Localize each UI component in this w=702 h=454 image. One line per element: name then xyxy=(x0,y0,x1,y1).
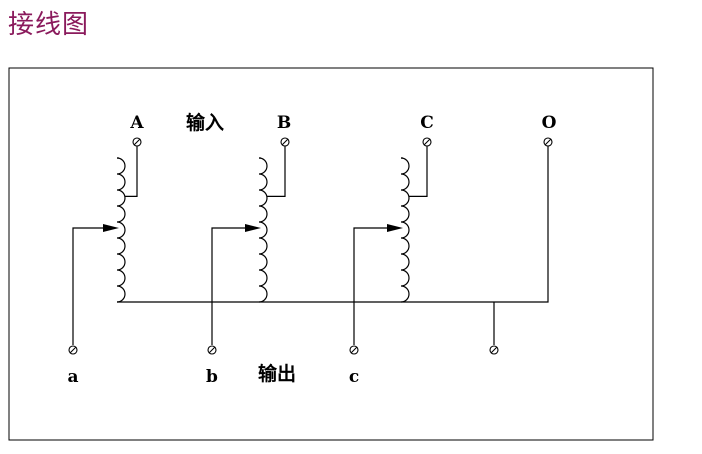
terminal-A xyxy=(132,137,142,147)
terminal-label-O: O xyxy=(542,113,557,133)
terminal-neutral-out xyxy=(489,345,499,355)
output-tap-c xyxy=(353,227,393,345)
terminal-B xyxy=(280,137,290,147)
terminal-label-A: A xyxy=(129,113,144,133)
output-tap-a xyxy=(72,227,109,345)
tap-arrow-a xyxy=(103,224,119,232)
page-title: 接线图 xyxy=(8,10,90,40)
tap-arrow-c xyxy=(387,224,403,232)
output-heading: 输出 xyxy=(258,362,296,385)
input-lead-C xyxy=(401,146,428,197)
winding-C xyxy=(400,157,410,303)
input-lead-A xyxy=(117,146,138,197)
terminal-label-c: c xyxy=(349,367,359,387)
input-heading: 输入 xyxy=(186,111,224,134)
winding-B xyxy=(258,157,268,303)
terminal-label-a: a xyxy=(67,367,78,387)
terminal-label-B: B xyxy=(277,113,291,133)
input-lead-B xyxy=(259,146,286,197)
diagram-frame xyxy=(8,67,654,441)
winding-A xyxy=(116,157,126,303)
terminal-b xyxy=(207,345,217,355)
terminal-a xyxy=(68,345,78,355)
terminal-C xyxy=(422,137,432,147)
terminal-label-C: C xyxy=(420,113,434,133)
terminal-O xyxy=(543,137,553,147)
terminal-c xyxy=(349,345,359,355)
common-bus-wire xyxy=(117,146,549,303)
output-tap-b xyxy=(211,227,251,345)
tap-arrow-b xyxy=(245,224,261,232)
terminal-label-b: b xyxy=(206,367,218,387)
